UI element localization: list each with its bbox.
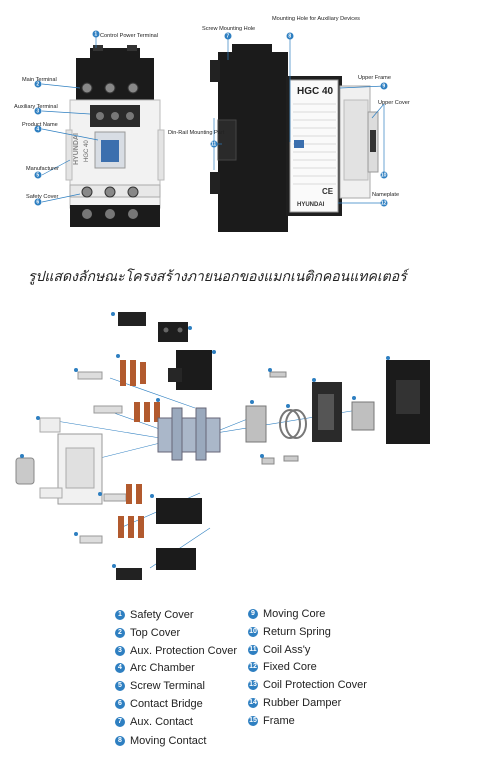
diagram-caption: รูปแสดงลักษณะโครงสร้างภายนอกของแมกเนติกค…	[28, 269, 407, 285]
label-auxiliary-terminal: Auxiliary Terminal	[14, 104, 58, 110]
nameplate-model: HGC 40	[297, 86, 334, 97]
contactor-diagrams: HYUNDAI HGC 40 1 2 3 4 5 6 Control Power…	[14, 16, 410, 232]
legend-number: 10	[248, 627, 258, 637]
label-main-terminal: Main Terminal	[22, 77, 57, 83]
legend-number: 1	[115, 610, 125, 620]
exploded-view	[15, 312, 430, 580]
svg-text:8: 8	[288, 34, 291, 40]
svg-text:7: 7	[226, 34, 229, 40]
legend-number: 7	[115, 717, 125, 727]
label-safety-cover: Safety Cover	[26, 194, 58, 200]
legend-label: Screw Terminal	[130, 680, 205, 692]
front-model-text: HGC 40	[84, 140, 90, 162]
legend-label: Rubber Damper	[263, 697, 342, 709]
legend-item: 15 Frame	[248, 715, 295, 727]
front-view: HYUNDAI HGC 40	[65, 45, 165, 227]
legend-number: 5	[115, 681, 125, 691]
legend-item: 13 Coil Protection Cover	[248, 679, 367, 691]
legend-number: 14	[248, 698, 258, 708]
legend-number: 9	[248, 609, 258, 619]
exploded-badges	[20, 312, 390, 568]
legend-label: Moving Contact	[130, 735, 207, 747]
svg-text:4: 4	[36, 127, 39, 133]
part-safety-cover	[15, 417, 103, 505]
legend-label: Fixed Core	[263, 661, 317, 673]
label-mounting-hole-aux: Mounting Hole for Auxiliary Devices	[272, 16, 360, 22]
label-product-name: Product Name	[22, 122, 58, 128]
legend-label: Contact Bridge	[130, 698, 203, 710]
legend-item: 3 Aux. Protection Cover	[115, 645, 237, 657]
legend-label: Arc Chamber	[130, 662, 195, 674]
legend-number: 4	[115, 663, 125, 673]
legend-number: 6	[115, 699, 125, 709]
label-manufacturer: Manufacturer	[26, 166, 59, 172]
part-coil-assembly	[245, 371, 375, 465]
front-callouts	[41, 34, 99, 203]
svg-text:3: 3	[36, 109, 39, 115]
part-contacts	[118, 360, 160, 538]
legend-number: 2	[115, 628, 125, 638]
part-frame	[386, 360, 430, 444]
legend-item: 4 Arc Chamber	[115, 662, 195, 674]
legend-item: 10 Return Spring	[248, 626, 331, 638]
nameplate-brand: HYUNDAI	[297, 202, 325, 208]
svg-text:2: 2	[36, 82, 39, 88]
front-brand-text: HYUNDAI	[73, 133, 80, 165]
legend-number: 12	[248, 662, 258, 672]
legend-number: 13	[248, 680, 258, 690]
legend-label: Frame	[263, 715, 295, 727]
part-lower-chamber	[116, 498, 202, 580]
legend-item: 6 Contact Bridge	[115, 698, 203, 710]
legend-label: Aux. Contact	[130, 716, 193, 728]
legend-number: 15	[248, 716, 258, 726]
side-view: HGC 40 CE HYUNDAI	[210, 44, 379, 232]
part-contact-bridge	[157, 407, 221, 461]
nameplate-ce: CE	[322, 187, 334, 196]
legend-label: Aux. Protection Cover	[130, 645, 237, 657]
legend-number: 8	[115, 736, 125, 746]
svg-text:12: 12	[381, 201, 387, 207]
legend-item: 1 Safety Cover	[115, 609, 194, 621]
legend-label: Return Spring	[263, 626, 331, 638]
legend-label: Coil Protection Cover	[263, 679, 367, 691]
legend-item: 14 Rubber Damper	[248, 697, 341, 709]
legend-item: 7 Aux. Contact	[115, 716, 193, 728]
legend-item: 5 Screw Terminal	[115, 680, 205, 692]
svg-text:10: 10	[381, 173, 387, 179]
legend-item: 2 Top Cover	[115, 627, 180, 639]
legend-item: 11 Coil Ass'y	[248, 644, 310, 656]
svg-text:5: 5	[36, 173, 39, 179]
front-callout-badges: 1 2 3 4 5 6	[34, 30, 100, 206]
svg-text:11: 11	[211, 142, 217, 148]
svg-text:6: 6	[36, 200, 39, 206]
legend-number: 11	[248, 645, 258, 655]
label-control-power-terminal: Control Power Terminal	[100, 33, 158, 39]
legend-item: 9 Moving Core	[248, 608, 325, 620]
label-upper-cover: Upper Cover	[378, 100, 410, 106]
label-upper-frame: Upper Frame	[358, 75, 391, 81]
legend-label: Coil Ass'y	[263, 644, 311, 656]
legend-label: Safety Cover	[130, 609, 194, 621]
legend-item: 12 Fixed Core	[248, 661, 317, 673]
part-terminal-block-top	[118, 312, 188, 342]
side-callout-badges: 7 8 9 10 11 12	[210, 32, 388, 207]
side-callouts	[213, 36, 385, 204]
label-nameplate: Nameplate	[372, 192, 399, 198]
label-screw-mounting-hole: Screw Mounting Hole	[202, 26, 255, 32]
part-arc-chamber	[168, 350, 212, 390]
legend-number: 3	[115, 646, 125, 656]
svg-text:1: 1	[94, 32, 97, 38]
legend-item: 8 Moving Contact	[115, 735, 206, 747]
label-din-rail-mounting-part: Din-Rail Mounting Part	[168, 130, 225, 136]
legend-label: Moving Core	[263, 608, 326, 620]
svg-text:9: 9	[382, 84, 385, 90]
legend-label: Top Cover	[130, 627, 181, 639]
